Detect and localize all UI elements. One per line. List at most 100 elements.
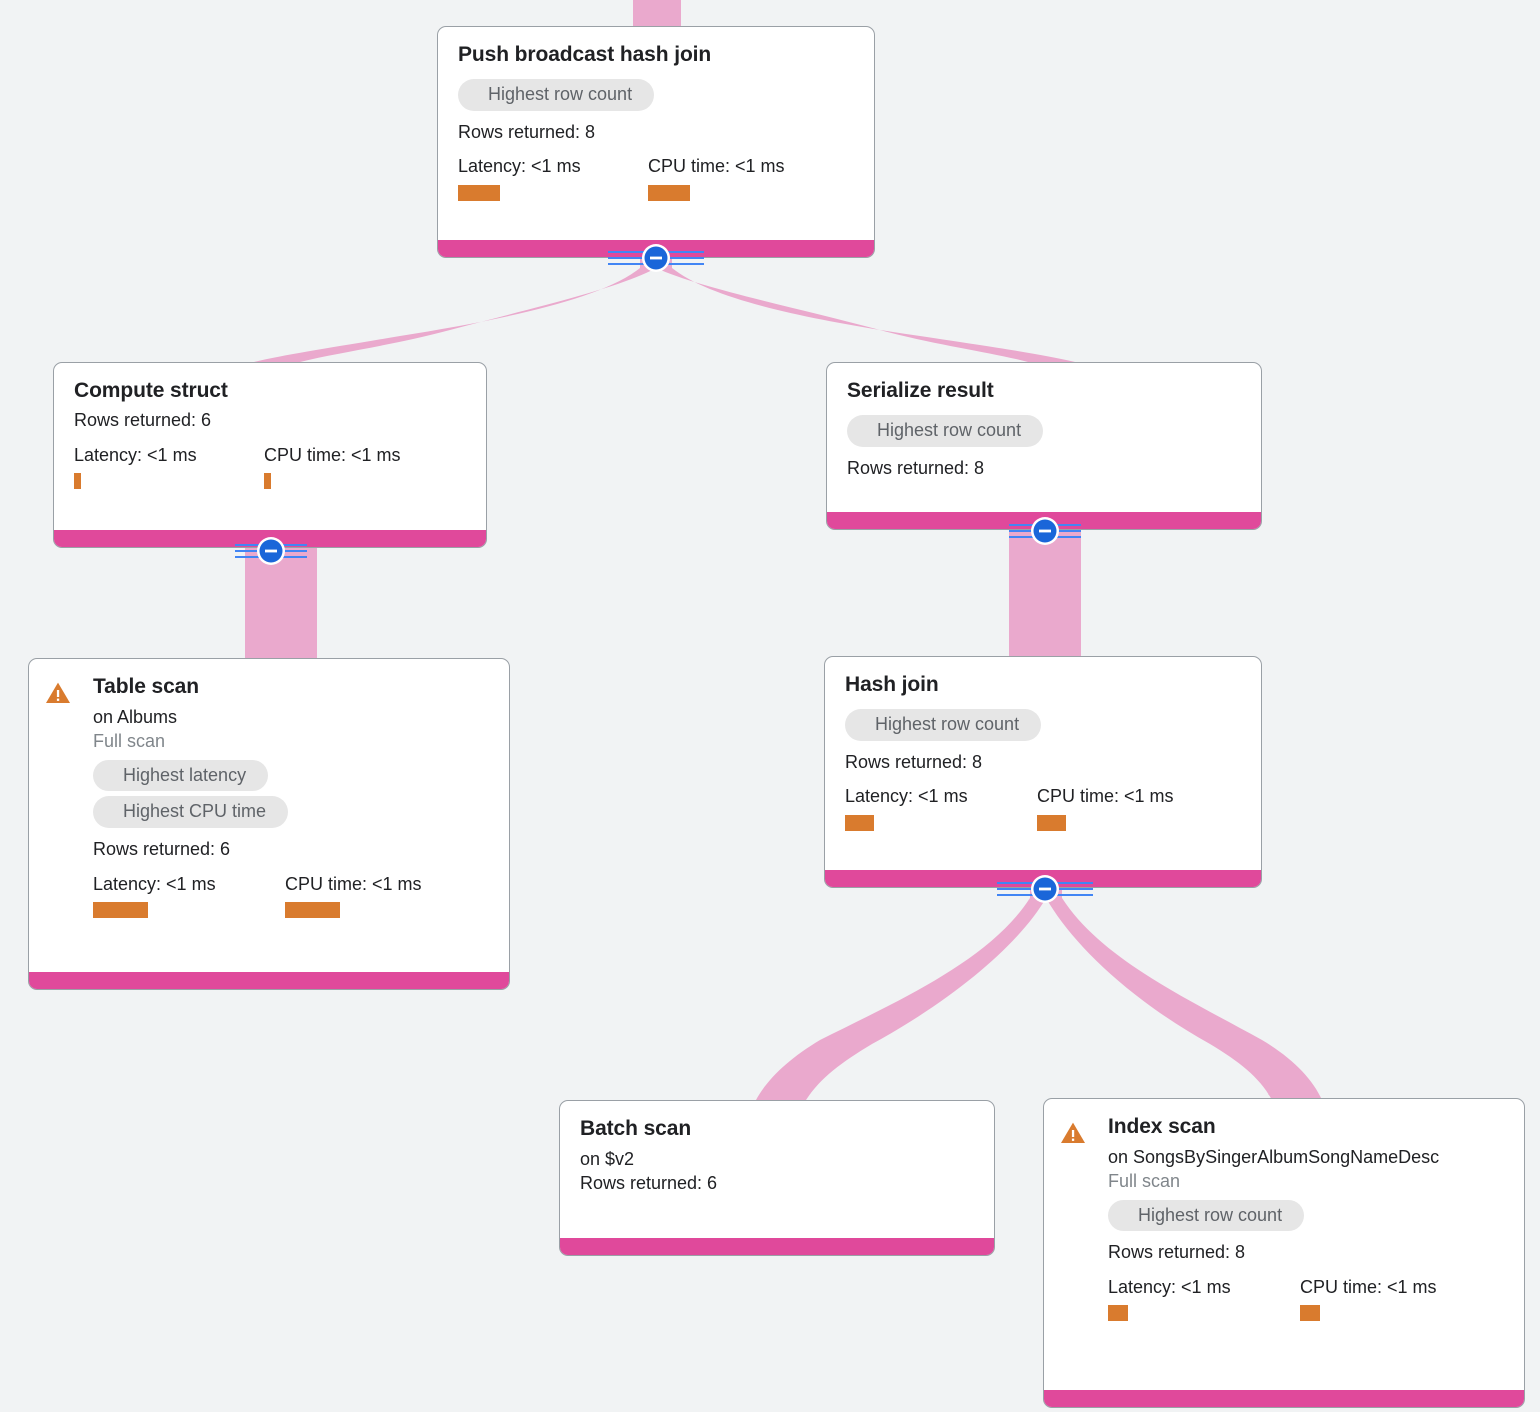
warning-column (1060, 1115, 1108, 1376)
rows-returned: Rows returned: 8 (1108, 1242, 1246, 1263)
rows-returned: Rows returned: 6 (580, 1173, 718, 1194)
cpu-metric: CPU time: <1 ms (1300, 1277, 1437, 1322)
cpu-bar (648, 184, 690, 201)
status-badge-cpu: Highest CPU time (93, 796, 289, 829)
edge-hash-join-to-batch-scan (756, 886, 1046, 1100)
badge-list: Highest row count (1108, 1194, 1504, 1237)
status-badge-latency: Highest latency (93, 759, 269, 792)
latency-bar (845, 814, 874, 831)
status-badge: Highest row count (845, 709, 1042, 741)
node-body: Table scan on Albums Full scan Highest l… (29, 659, 509, 972)
cpu-metric: CPU time: <1 ms (648, 156, 785, 201)
node-footer-bar (29, 972, 509, 989)
warning-icon (1061, 1122, 1085, 1143)
node-footer-bar (1044, 1390, 1524, 1407)
latency-label: Latency: <1 ms (74, 444, 197, 465)
status-badge: Highest row count (1108, 1199, 1305, 1232)
warning-icon (46, 682, 70, 703)
scan-target: on Albums (93, 707, 178, 728)
latency-bar (1108, 1305, 1128, 1322)
metric-row: Latency: <1 ms CPU time: <1 ms (458, 156, 854, 201)
node-content: Index scan on SongsBySingerAlbumSongName… (1108, 1115, 1504, 1376)
badge-list: Highest row count (847, 409, 1241, 452)
plan-node-hash-join[interactable]: Hash join Highest row count Rows returne… (824, 656, 1262, 888)
node-title: Table scan (93, 675, 199, 698)
node-title: Batch scan (580, 1117, 692, 1140)
node-content: Serialize result Highest row count Rows … (847, 379, 1241, 498)
minus-icon (1039, 529, 1051, 533)
node-title: Serialize result (847, 379, 994, 402)
minus-icon (265, 549, 277, 553)
rows-returned: Rows returned: 8 (847, 457, 985, 478)
cpu-label: CPU time: <1 ms (1300, 1276, 1437, 1297)
metric-row: Latency: <1 ms CPU time: <1 ms (93, 874, 489, 919)
plan-node-batch-scan[interactable]: Batch scan on $v2 Rows returned: 6 (559, 1100, 995, 1256)
cpu-label: CPU time: <1 ms (648, 156, 785, 177)
latency-metric: Latency: <1 ms (458, 156, 648, 201)
latency-label: Latency: <1 ms (93, 873, 216, 894)
scan-type: Full scan (93, 731, 166, 752)
rows-returned: Rows returned: 6 (93, 839, 231, 860)
latency-label: Latency: <1 ms (1108, 1276, 1231, 1297)
node-content: Compute struct Rows returned: 6 Latency:… (74, 379, 466, 516)
latency-bar (458, 184, 500, 201)
edge-root-to-compute-struct (254, 258, 656, 362)
collapse-toggle-serialize-result[interactable] (1009, 516, 1081, 546)
edge-root-to-serialize-result (656, 258, 1075, 362)
scan-target: on $v2 (580, 1149, 635, 1170)
node-content: Push broadcast hash join Highest row cou… (458, 43, 854, 226)
node-body: Batch scan on $v2 Rows returned: 6 (560, 1101, 994, 1238)
rows-returned: Rows returned: 6 (74, 410, 212, 431)
cpu-bar (264, 473, 271, 490)
node-body: Serialize result Highest row count Rows … (827, 363, 1261, 512)
node-title: Hash join (845, 673, 939, 696)
warning-column (45, 675, 93, 958)
latency-metric: Latency: <1 ms (845, 786, 1037, 831)
node-title: Push broadcast hash join (458, 43, 712, 66)
cpu-bar (1300, 1305, 1320, 1322)
cpu-metric: CPU time: <1 ms (1037, 786, 1174, 831)
rows-returned: Rows returned: 8 (458, 121, 596, 142)
latency-bar (74, 473, 81, 490)
status-badge: Highest row count (847, 415, 1044, 447)
scan-target: on SongsBySingerAlbumSongNameDesc (1108, 1147, 1440, 1168)
metric-row: Latency: <1 ms CPU time: <1 ms (74, 445, 466, 490)
plan-node-table-scan[interactable]: Table scan on Albums Full scan Highest l… (28, 658, 510, 990)
collapse-toggle-hash-join[interactable] (997, 874, 1093, 904)
node-title: Index scan (1108, 1115, 1216, 1138)
node-body: Hash join Highest row count Rows returne… (825, 657, 1261, 870)
node-content: Table scan on Albums Full scan Highest l… (93, 675, 489, 958)
latency-label: Latency: <1 ms (458, 156, 581, 177)
node-body: Index scan on SongsBySingerAlbumSongName… (1044, 1099, 1524, 1390)
latency-label: Latency: <1 ms (845, 786, 968, 807)
plan-node-index-scan[interactable]: Index scan on SongsBySingerAlbumSongName… (1043, 1098, 1525, 1408)
edge-serialize-result-to-hash-join (1009, 528, 1081, 662)
node-footer-bar (560, 1238, 994, 1255)
node-content: Hash join Highest row count Rows returne… (845, 673, 1241, 856)
node-body: Push broadcast hash join Highest row cou… (438, 27, 874, 240)
plan-node-compute-struct[interactable]: Compute struct Rows returned: 6 Latency:… (53, 362, 487, 548)
node-content: Batch scan on $v2 Rows returned: 6 (580, 1117, 974, 1224)
metric-row: Latency: <1 ms CPU time: <1 ms (1108, 1277, 1504, 1322)
cpu-bar (285, 902, 340, 919)
badge-list: Highest row count (845, 703, 1241, 746)
node-title: Compute struct (74, 379, 228, 402)
rows-returned: Rows returned: 8 (845, 751, 983, 772)
badge-list: Highest latency Highest CPU time (93, 754, 489, 833)
edge-hash-join-to-index-scan (1046, 886, 1322, 1100)
minus-icon (1039, 887, 1051, 891)
collapse-toggle-compute-struct[interactable] (235, 536, 307, 566)
latency-metric: Latency: <1 ms (1108, 1277, 1300, 1322)
badge-list: Highest row count (458, 73, 854, 116)
metric-row: Latency: <1 ms CPU time: <1 ms (845, 786, 1241, 831)
plan-node-push-broadcast-hash-join[interactable]: Push broadcast hash join Highest row cou… (437, 26, 875, 258)
collapse-toggle-push-broadcast-hash-join[interactable] (608, 243, 704, 273)
plan-node-serialize-result[interactable]: Serialize result Highest row count Rows … (826, 362, 1262, 530)
latency-metric: Latency: <1 ms (93, 874, 285, 919)
status-badge: Highest row count (458, 79, 655, 111)
cpu-metric: CPU time: <1 ms (264, 445, 401, 490)
cpu-metric: CPU time: <1 ms (285, 874, 422, 919)
cpu-label: CPU time: <1 ms (1037, 786, 1174, 807)
latency-bar (93, 902, 148, 919)
